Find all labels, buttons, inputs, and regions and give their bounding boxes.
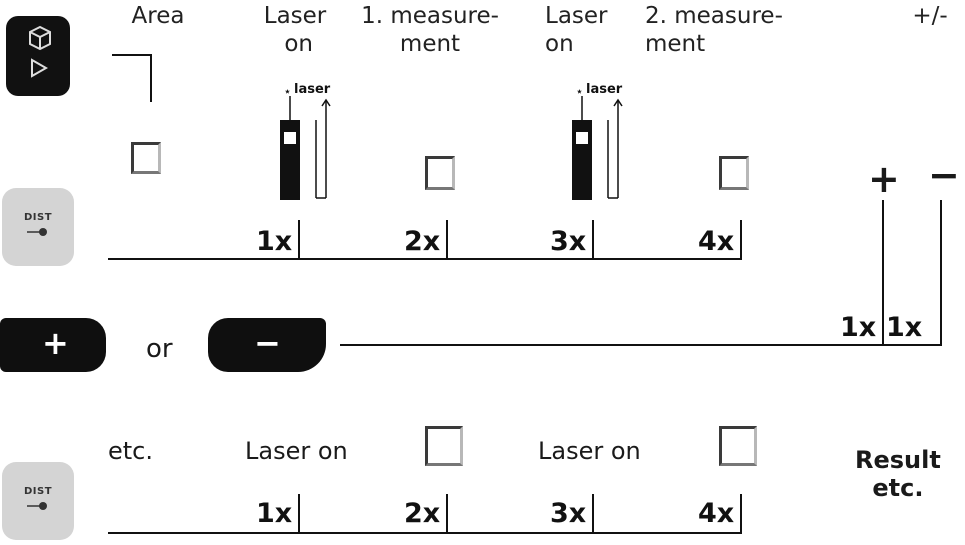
row1-count-1: 1x xyxy=(256,226,293,257)
row3-count-1: 1x xyxy=(256,498,293,529)
dist-label: DIST xyxy=(23,212,53,223)
row3-tick-2 xyxy=(446,494,448,532)
header-plus-minus: +/- xyxy=(912,3,948,29)
dist-button-icon xyxy=(27,502,47,510)
row1-count-4: 4x xyxy=(698,226,735,257)
measurement-1-square-icon xyxy=(425,156,455,190)
plus-key-icon: + xyxy=(42,324,69,362)
laser-tag-1: laser xyxy=(294,82,331,97)
row1-tick-3 xyxy=(592,220,594,258)
header-laser-on-2: Laser on xyxy=(545,3,608,57)
plus-sign: + xyxy=(868,157,900,201)
row1-timeline xyxy=(108,258,742,260)
row3-tick-3 xyxy=(592,494,594,532)
row2-timeline xyxy=(340,344,942,346)
row2-plus-count: 1x xyxy=(840,312,877,343)
header-area: Area xyxy=(131,3,185,29)
header-measurement-2: 2. measure- ment xyxy=(645,3,783,57)
row3-laser-on-1: Laser on xyxy=(245,437,348,465)
row3-count-3: 3x xyxy=(550,498,587,529)
laser-tag-2: laser xyxy=(586,82,623,97)
svg-text:⋆: ⋆ xyxy=(284,85,291,98)
plus-line xyxy=(882,200,884,346)
row2-minus-count: 1x xyxy=(886,312,923,343)
row1-tick-2 xyxy=(446,220,448,258)
row3-square-2 xyxy=(719,426,757,466)
row3-tick-4 xyxy=(740,494,742,532)
laser-device-icon: ⋆ laser xyxy=(570,80,626,210)
row3-tick-1 xyxy=(298,494,300,532)
or-label: or xyxy=(146,334,173,364)
minus-key-icon: − xyxy=(254,324,281,362)
measurement-2-square-icon xyxy=(719,156,749,190)
svg-text:⋆: ⋆ xyxy=(576,85,583,98)
plus-key-button[interactable]: + xyxy=(0,318,106,372)
area-volume-button[interactable] xyxy=(6,16,70,96)
minus-key-button[interactable]: − xyxy=(208,318,326,372)
header-laser-on-1: Laser on xyxy=(263,3,327,57)
dist-label: DIST xyxy=(23,486,53,497)
row1-tick-1 xyxy=(298,220,300,258)
row3-result: Result etc. xyxy=(855,446,941,502)
row1-count-3: 3x xyxy=(550,226,587,257)
minus-sign: − xyxy=(928,153,960,197)
header-measurement-1: 1. measure- ment xyxy=(361,3,499,57)
dist-button-icon xyxy=(27,228,47,236)
minus-line xyxy=(940,200,942,346)
dist-button[interactable]: DIST xyxy=(2,462,74,540)
area-square-icon xyxy=(131,142,161,174)
row3-count-4: 4x xyxy=(698,498,735,529)
dist-button[interactable]: DIST xyxy=(2,188,74,266)
row1-tick-4 xyxy=(740,220,742,258)
row3-etc: etc. xyxy=(108,437,153,465)
row3-timeline xyxy=(108,532,742,534)
area-bracket-side xyxy=(150,54,152,102)
row1-count-2: 2x xyxy=(404,226,441,257)
area-bracket-top xyxy=(112,54,152,56)
row3-count-2: 2x xyxy=(404,498,441,529)
row3-square-1 xyxy=(425,426,463,466)
row3-laser-on-2: Laser on xyxy=(538,437,641,465)
area-volume-icon xyxy=(29,25,51,78)
laser-device-icon: ⋆ laser xyxy=(278,80,334,210)
